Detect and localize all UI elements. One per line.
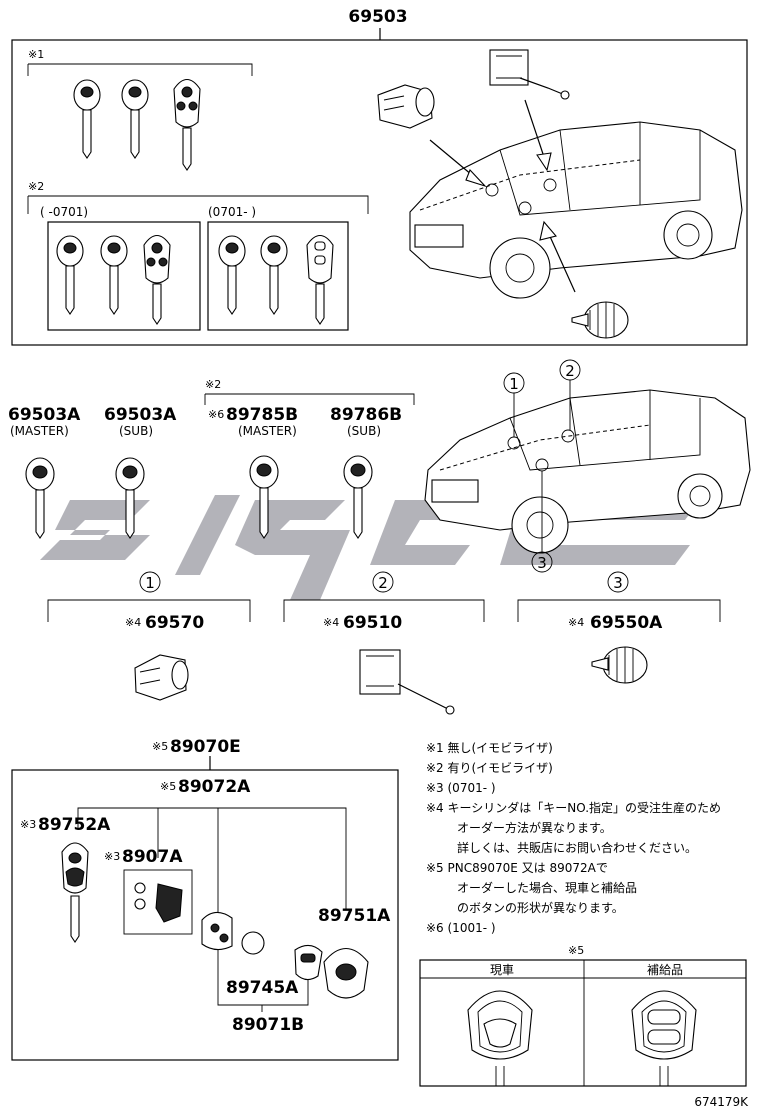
svg-text:3: 3 [537, 554, 547, 572]
ref2-mark-top: ※2 [28, 180, 44, 193]
svg-text:詳しくは、共販店にお問い合わせください。: 詳しくは、共販店にお問い合わせください。 [457, 840, 697, 855]
key-sub-b-sub: (SUB) [347, 424, 381, 438]
group-b-frame [207, 221, 349, 331]
group-a-label: ( -0701) [40, 205, 88, 219]
svg-text:1: 1 [145, 574, 155, 592]
key-set-group-a [56, 234, 171, 325]
svg-text:※2 有り(イモビライザ): ※2 有り(イモビライザ) [426, 761, 553, 775]
key-master-b-illustration [249, 455, 279, 539]
key-sub-a-part: 69503A [104, 405, 177, 425]
board-part-number: 8907A [122, 847, 183, 867]
key-transmitter-part: 89752A [38, 815, 111, 835]
cylinder-2-part: 69510 [343, 613, 402, 633]
kit-part-number: 89070E [170, 737, 241, 757]
callout-marker-3: 3 [531, 551, 553, 573]
svg-text:※4 キーシリンダは「キーNO.指定」の受注生産のため: ※4 キーシリンダは「キーNO.指定」の受注生産のため [426, 800, 721, 815]
compare-col-right: 補給品 [647, 963, 683, 977]
battery-illustration [241, 931, 265, 955]
cylinder-1-part: 69570 [145, 613, 204, 633]
svg-text:※4: ※4 [568, 616, 584, 629]
key-sub-b-illustration [343, 455, 373, 539]
key-master-a-part: 69503A [8, 405, 81, 425]
arrows-top [429, 99, 576, 293]
callout-marker-2: 2 [559, 359, 581, 381]
callout-marker-1: 1 [503, 372, 525, 394]
svg-text:3: 3 [613, 574, 623, 592]
compare-table [419, 959, 747, 1087]
top-part-number: 69503 [348, 7, 407, 27]
svg-text:※3 (0701- ): ※3 (0701- ) [426, 781, 496, 795]
board-mark: ※3 [104, 850, 120, 863]
case-part-number: 89071B [232, 1015, 304, 1035]
svg-text:※1 無し(イモビライザ): ※1 無し(イモビライザ) [426, 740, 553, 755]
key-sub-b-part: 89786B [330, 405, 402, 425]
svg-text:※4: ※4 [125, 616, 141, 629]
svg-text:2: 2 [378, 574, 388, 592]
key-master-b-part: 89785B [226, 405, 298, 425]
svg-text:※4: ※4 [323, 616, 339, 629]
key-master-b-sub: (MASTER) [238, 424, 297, 438]
top-frame [11, 39, 748, 346]
cylinder-ignition-top [377, 84, 435, 129]
key-master-a-sub: (MASTER) [10, 424, 69, 438]
svg-text:オーダー方法が異なります。: オーダー方法が異なります。 [457, 820, 612, 835]
svg-text:※5 PNC89070E 又は 89072Aで: ※5 PNC89070E 又は 89072Aで [426, 861, 608, 875]
key-master-b-mark: ※6 [208, 408, 224, 421]
svg-text:2: 2 [565, 362, 575, 380]
key-head-illustration [323, 947, 369, 999]
cylinder-group-2: 2 ※4 69510 [283, 571, 485, 715]
key-master-a-illustration [25, 457, 55, 539]
transmitter-current-illustration [467, 990, 533, 1086]
key-transmitter-illustration [61, 842, 89, 943]
figure-id: 674179K [694, 1095, 749, 1109]
key-transmitter-mark: ※3 [20, 818, 36, 831]
kit-mark: ※5 [152, 740, 168, 753]
battery-part-number: 89745A [226, 978, 299, 998]
svg-text:1: 1 [509, 375, 519, 393]
assy-mark: ※5 [160, 780, 176, 793]
cylinder-door-top [489, 49, 570, 100]
svg-text:※6 (1001- ): ※6 (1001- ) [426, 921, 496, 935]
ref1-mark: ※1 [28, 48, 44, 61]
cover-part-number: 89751A [318, 906, 391, 926]
key-set-group-b [218, 234, 334, 325]
vehicle-illustration-middle [424, 380, 751, 554]
transmitter-board-illustration [123, 869, 193, 935]
vehicle-illustration-top [409, 121, 743, 299]
compare-mark: ※5 [568, 944, 584, 957]
transmitter-replacement-illustration [631, 990, 697, 1086]
svg-text:のボタンの形状が異なります。: のボタンの形状が異なります。 [457, 900, 624, 915]
button-pad-illustration [294, 944, 323, 981]
svg-text:オーダーした場合、現車と補給品: オーダーした場合、現車と補給品 [457, 880, 637, 895]
group-a-frame [47, 221, 201, 331]
key-sub-a-illustration [115, 457, 145, 539]
compare-col-left: 現車 [490, 963, 514, 977]
cylinder-group-3: 3 ※4 69550A [517, 571, 721, 684]
ref2-mark-keys: ※2 [205, 378, 221, 391]
transmitter-frame [11, 769, 399, 1061]
cylinder-back-door-top [571, 301, 629, 339]
assy-part-number: 89072A [178, 777, 251, 797]
group-b-label: (0701- ) [208, 205, 256, 219]
cylinder-group-1: 1 ※4 69570 [47, 571, 251, 701]
cylinder-3-part: 69550A [590, 613, 663, 633]
notes-block: ※1 無し(イモビライザ) ※2 有り(イモビライザ) ※3 (0701- ) … [426, 740, 721, 935]
key-set-no-immobilizer [73, 78, 201, 171]
transmitter-cover-illustration [201, 911, 233, 951]
key-sub-a-sub: (SUB) [119, 424, 153, 438]
